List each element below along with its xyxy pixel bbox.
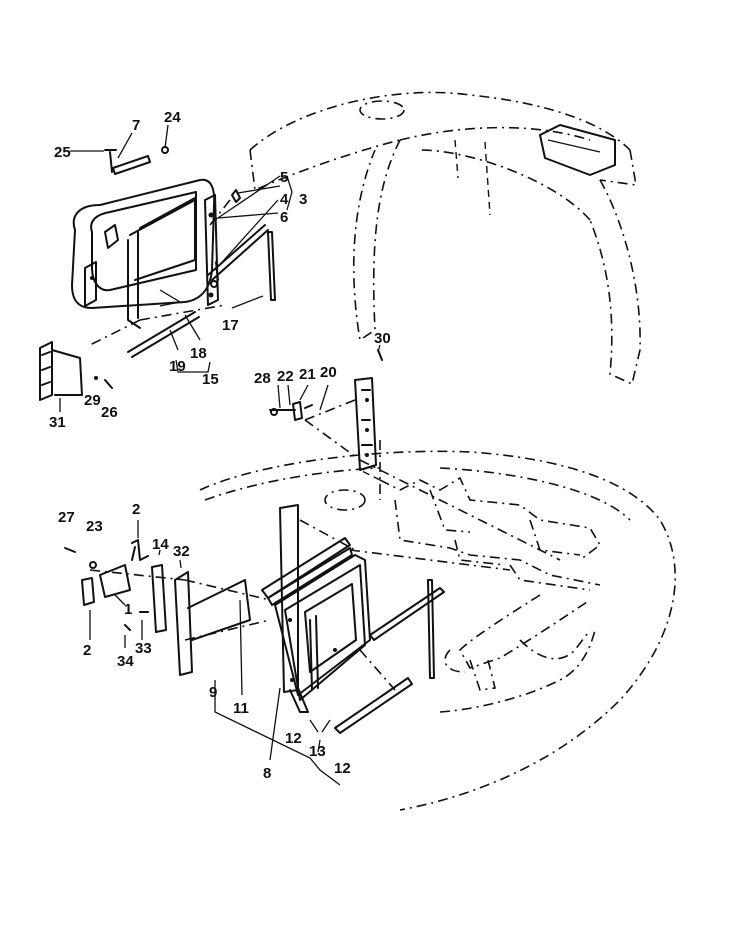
callout-8: 8 xyxy=(263,765,271,782)
callout-34: 34 xyxy=(117,653,134,670)
callout-20: 20 xyxy=(320,364,337,381)
callout-18: 18 xyxy=(190,345,207,362)
callout-29: 29 xyxy=(84,392,101,409)
callout-13: 13 xyxy=(309,743,326,760)
canopy-frame xyxy=(249,91,641,386)
latch-bracket xyxy=(39,341,113,412)
callout-5: 5 xyxy=(280,169,288,186)
callout-23: 23 xyxy=(86,518,103,535)
callout-24: 24 xyxy=(164,109,181,126)
latch-assembly xyxy=(269,344,383,471)
callout-14: 14 xyxy=(152,536,169,553)
callout-25: 25 xyxy=(54,144,71,161)
lower-window-assembly xyxy=(214,504,445,786)
callout-1: 1 xyxy=(124,601,132,618)
callout-2a: 2 xyxy=(132,501,140,518)
callout-28: 28 xyxy=(254,370,271,387)
upper-window-assembly xyxy=(70,124,293,373)
callout-26: 26 xyxy=(101,404,118,421)
callout-2b: 2 xyxy=(83,642,91,659)
lower-bracket-parts xyxy=(64,520,251,676)
callout-32: 32 xyxy=(173,543,190,560)
callout-12a: 12 xyxy=(285,730,302,747)
callout-9: 9 xyxy=(209,684,217,701)
callout-30: 30 xyxy=(374,330,391,347)
callout-31: 31 xyxy=(49,414,66,431)
callout-3: 3 xyxy=(299,191,307,208)
upper-deck xyxy=(199,450,676,811)
callout-6: 6 xyxy=(280,209,288,226)
callout-4: 4 xyxy=(280,191,289,208)
assembly-guide-lines xyxy=(89,199,561,691)
callout-12b: 12 xyxy=(334,760,351,777)
callout-7: 7 xyxy=(132,117,140,134)
callout-15: 15 xyxy=(202,371,219,388)
callout-33: 33 xyxy=(135,640,152,657)
callout-22: 22 xyxy=(277,368,294,385)
callout-19: 19 xyxy=(169,358,186,375)
callout-21: 21 xyxy=(299,366,316,383)
callout-labels: 25 7 24 5 4 3 6 17 19 18 15 31 29 26 30 … xyxy=(49,109,391,782)
callout-27: 27 xyxy=(58,509,75,526)
callout-17: 17 xyxy=(222,317,239,334)
callout-11: 11 xyxy=(233,700,249,717)
